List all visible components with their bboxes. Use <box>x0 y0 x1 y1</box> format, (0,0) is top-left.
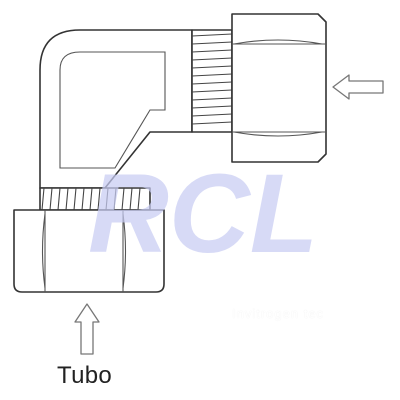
watermark-logo: RCL <box>88 151 318 276</box>
watermark-subtitle: Invitrogen tec <box>232 306 325 321</box>
bottom-nut <box>13 209 165 293</box>
tube-label: Tubo <box>57 362 113 389</box>
arrow-up-icon <box>74 303 100 355</box>
elbow-body <box>39 29 193 189</box>
arrow-left-icon <box>332 74 384 100</box>
bottom-thread <box>39 187 151 211</box>
right-nut <box>231 13 327 163</box>
right-thread <box>191 29 233 133</box>
